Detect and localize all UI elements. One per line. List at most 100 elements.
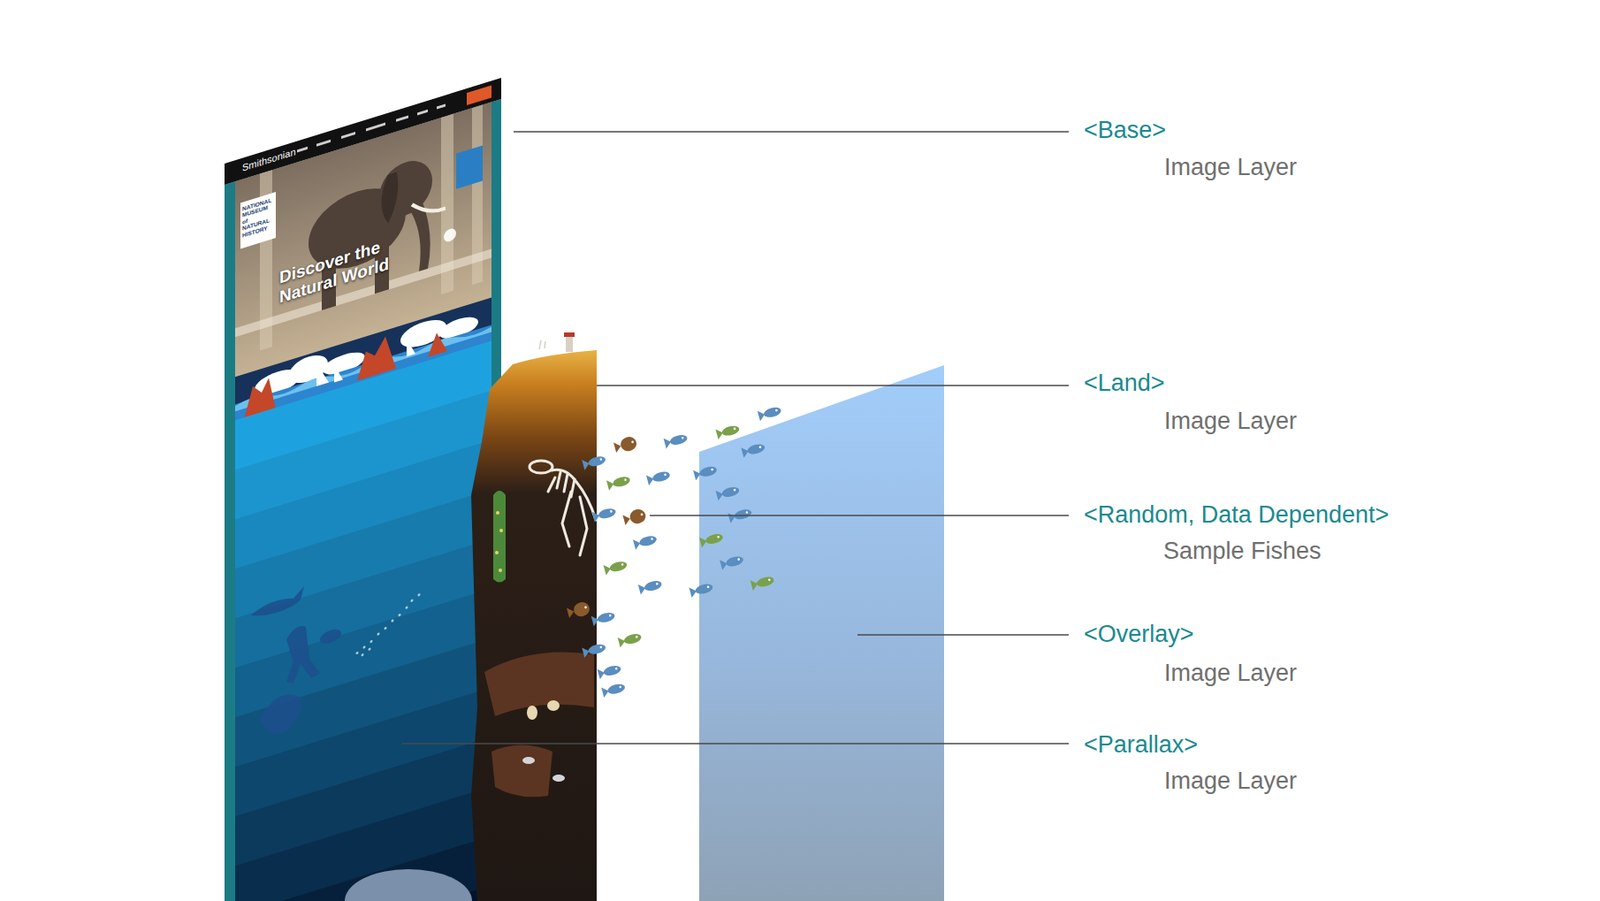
sample-fishes (631, 440, 634, 443)
leader-lines (513, 130, 1069, 132)
land-layer (471, 350, 597, 901)
sample-fishes (715, 427, 724, 440)
dinosaur-skeleton (551, 469, 596, 520)
land-layer (471, 332, 597, 901)
donate-button (466, 84, 492, 106)
sample-fishes (715, 423, 740, 440)
sample-fishes (745, 510, 748, 514)
sample-fishes (603, 558, 629, 575)
layer-type: Image Layer (1164, 767, 1297, 795)
ocean-bands (235, 340, 492, 901)
fish-school (405, 605, 409, 610)
sample-fishes (628, 507, 648, 526)
fish-school (368, 647, 372, 651)
sailboats (316, 358, 329, 386)
land-layer (563, 332, 575, 337)
sample-fishes (623, 632, 643, 646)
base-layer (224, 77, 502, 901)
museum-logo: NATIONAL MUSEUM of NATURAL HISTORY (242, 196, 275, 240)
sample-fishes (724, 554, 745, 568)
fish-school (418, 593, 421, 597)
sample-fishes (606, 478, 616, 490)
sailboats (406, 335, 416, 357)
sample-fishes (581, 453, 607, 470)
land-layer (547, 700, 560, 711)
sample-fishes (581, 646, 591, 658)
fish-school (411, 598, 414, 602)
sample-fishes (651, 470, 671, 484)
sample-fishes (601, 681, 626, 698)
layer-type: Image Layer (1164, 407, 1297, 435)
elephant-tusk (411, 194, 446, 220)
sample-fishes (699, 531, 724, 548)
land-layer (484, 652, 595, 717)
leader-lines (401, 742, 1069, 744)
museum-logo-box (240, 191, 276, 249)
base-frame (224, 99, 502, 901)
sample-fishes (646, 473, 656, 486)
sample-fishes (669, 433, 689, 447)
layer-name: <Parallax> (1083, 731, 1198, 759)
fish-school (356, 593, 421, 659)
sample-fishes (699, 535, 709, 548)
sample-fishes (611, 474, 632, 488)
fish-school (356, 651, 359, 656)
sample-fishes (581, 641, 607, 658)
fish-school (398, 613, 402, 618)
sample-fishes (732, 488, 736, 492)
fish-school (377, 632, 381, 636)
sample-fishes (632, 533, 658, 549)
red-rocks (427, 329, 448, 358)
sample-fishes (599, 645, 602, 648)
sample-fishes (606, 682, 626, 696)
sample-fishes (566, 606, 576, 618)
dinosaur-skeleton (562, 491, 572, 547)
leader-lines (596, 384, 1069, 386)
sample-fishes (591, 614, 601, 626)
sample-fishes (617, 635, 627, 648)
sample-fishes (602, 663, 623, 678)
sample-fishes (565, 600, 591, 620)
land-layer (522, 756, 535, 764)
sample-fishes (663, 436, 673, 449)
sample-fishes (584, 605, 587, 609)
layer-type: Image Layer (1164, 659, 1297, 687)
sample-fishes (632, 537, 642, 549)
nav-items (316, 139, 331, 147)
sample-fishes (732, 426, 736, 430)
land-layer (495, 510, 500, 515)
land-layer (526, 700, 560, 720)
sample-fishes (592, 505, 618, 522)
nav-items (365, 122, 386, 132)
land-layer (526, 705, 538, 720)
sample-fishes (721, 424, 741, 438)
sample-fishes (694, 582, 715, 596)
sample-fishes (597, 667, 607, 679)
sample-fishes (655, 582, 659, 586)
sample-fishes (606, 473, 632, 490)
sample-fishes (601, 685, 610, 698)
nav-items (396, 115, 409, 122)
sample-fishes (597, 506, 618, 520)
dinosaur-skeleton (529, 460, 596, 556)
sample-fishes (596, 610, 617, 625)
sample-fishes (706, 585, 709, 588)
parallax-silhouettes (259, 689, 302, 740)
parallax-silhouettes (320, 626, 342, 646)
land-layer (552, 774, 565, 782)
sample-fishes (688, 581, 714, 598)
sample-fishes (609, 559, 629, 573)
elephant (381, 171, 399, 226)
sample-fishes (650, 537, 654, 541)
layer-type: Sample Fishes (1163, 537, 1322, 565)
sample-fishes (716, 535, 720, 539)
brand-name: Smithsonian (242, 143, 305, 174)
sample-fishes (719, 554, 745, 571)
layer-name: <Random, Data Dependent> (1083, 501, 1389, 529)
land-layer (539, 340, 546, 350)
fish-school (361, 653, 365, 657)
sample-fishes (643, 579, 663, 593)
sample-fishes (710, 467, 714, 471)
leader-lines (857, 633, 1069, 635)
